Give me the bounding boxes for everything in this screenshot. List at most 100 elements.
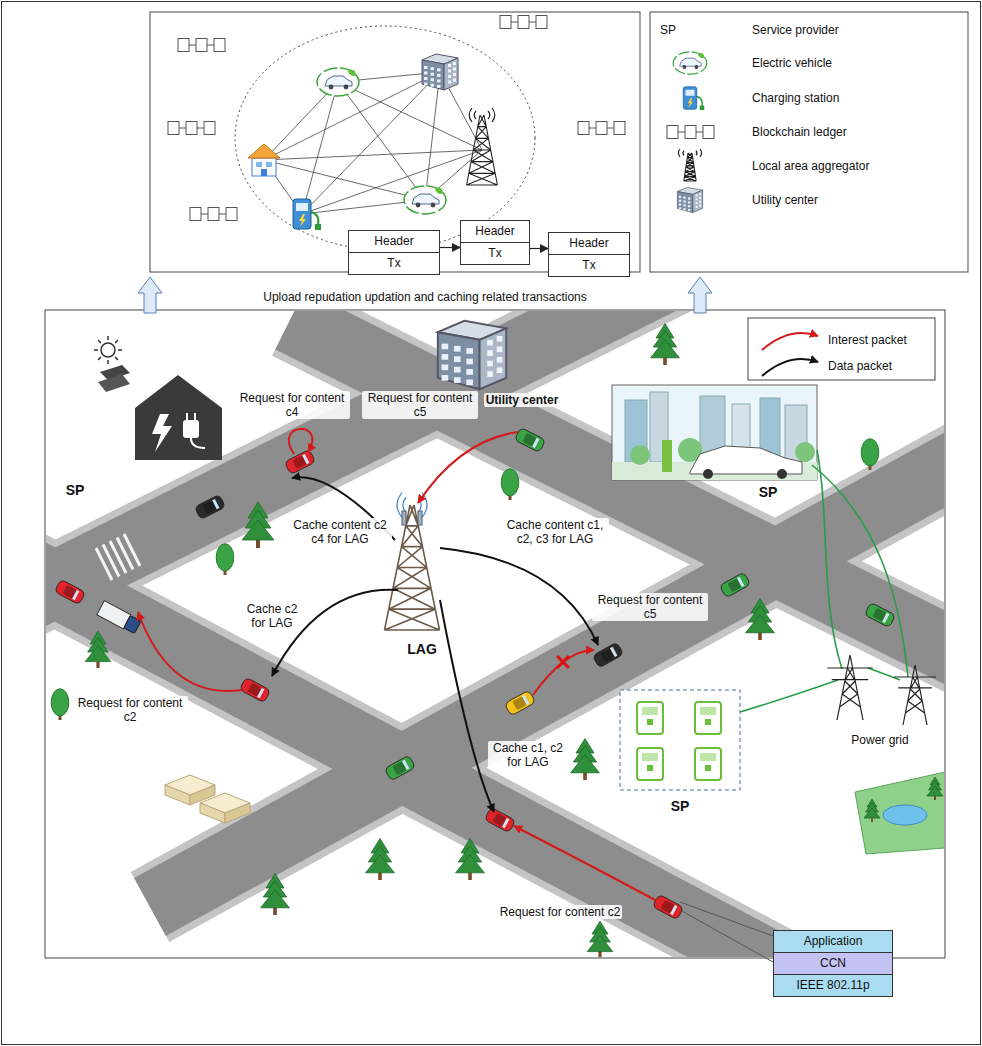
window xyxy=(454,356,461,362)
charger-screen xyxy=(700,707,716,715)
truck xyxy=(97,601,142,635)
tree-crown xyxy=(587,936,613,952)
tree-crown xyxy=(571,755,600,773)
wheel xyxy=(329,85,334,90)
upload-note: Upload repudation updation and caching r… xyxy=(261,290,589,304)
windshield xyxy=(610,647,617,657)
ledger-block xyxy=(208,208,219,221)
ev-body xyxy=(412,194,439,204)
window xyxy=(699,193,701,195)
legend-text: Electric vehicle xyxy=(752,56,832,70)
block-left xyxy=(200,803,225,823)
window xyxy=(688,205,690,207)
request-label: Request for content c4 xyxy=(234,391,350,420)
sun-ray xyxy=(107,336,109,340)
power-lines xyxy=(740,450,908,712)
plug xyxy=(183,420,199,438)
car-body xyxy=(194,494,225,519)
building-side xyxy=(693,190,703,212)
ev-body xyxy=(325,76,352,86)
window xyxy=(683,204,685,206)
car xyxy=(284,449,315,474)
car-body xyxy=(239,677,270,703)
request-label: Request for content c5 xyxy=(362,391,478,420)
car xyxy=(652,894,683,920)
wheel xyxy=(777,469,787,479)
crosswalk xyxy=(117,538,133,570)
home-door xyxy=(261,169,267,176)
window xyxy=(699,201,701,203)
road xyxy=(46,566,944,957)
ledger-link xyxy=(511,22,518,23)
wheel xyxy=(344,85,349,90)
window xyxy=(437,79,441,82)
plug-pins xyxy=(187,413,205,448)
interest-packet-arrow xyxy=(138,612,242,691)
grid-line xyxy=(740,680,838,712)
window xyxy=(424,83,428,86)
legend-text: Service provider xyxy=(752,23,839,37)
dashed-frame xyxy=(620,690,740,790)
cache-label: Cache content c1, c2, c3 for LAG xyxy=(501,518,609,547)
ledger-link xyxy=(678,132,685,133)
sp-house xyxy=(94,336,222,460)
grid-line xyxy=(868,668,900,680)
tree xyxy=(571,739,600,780)
ledger-block xyxy=(578,122,589,135)
window xyxy=(683,200,685,202)
crosswalk xyxy=(96,548,112,580)
leader-line xyxy=(680,902,773,936)
lawn xyxy=(855,772,944,854)
block-body: Tx xyxy=(461,242,529,264)
request-label: Request for content c5 xyxy=(592,593,708,622)
picture-frame xyxy=(612,385,817,480)
signal-waves xyxy=(469,108,495,122)
ledger-block xyxy=(614,122,625,135)
tree xyxy=(242,502,274,548)
window xyxy=(424,72,428,75)
tree-crown xyxy=(261,890,290,908)
ledger-link xyxy=(589,128,596,129)
car xyxy=(384,755,415,781)
window xyxy=(466,359,473,365)
sun-ray xyxy=(115,340,118,343)
bush-crown xyxy=(861,439,879,466)
charger-screen xyxy=(700,753,716,761)
block-box: HeaderTx xyxy=(548,232,630,277)
ledger-link xyxy=(219,214,226,215)
car-body xyxy=(484,807,515,833)
window xyxy=(437,68,441,71)
charger-screen xyxy=(642,753,658,761)
grid-line xyxy=(817,450,842,669)
block-box: HeaderTx xyxy=(348,230,440,275)
building-front xyxy=(438,332,480,389)
window xyxy=(431,67,435,70)
car-body xyxy=(864,602,895,627)
provider-tag: SP xyxy=(669,798,692,815)
city-tree xyxy=(630,445,650,465)
window xyxy=(497,367,503,373)
legend-text: Utility center xyxy=(752,193,818,207)
block-right xyxy=(225,803,250,823)
park xyxy=(855,772,944,854)
bush-crown xyxy=(501,469,519,496)
window xyxy=(454,367,461,373)
charger-plug xyxy=(315,224,321,230)
legend-panel xyxy=(650,12,968,272)
ev-body xyxy=(680,58,702,66)
window xyxy=(696,198,698,200)
tree-crown xyxy=(651,340,680,358)
tower-icon xyxy=(385,493,440,631)
car xyxy=(194,494,225,519)
data-packet-arrow xyxy=(440,600,494,812)
windshield xyxy=(402,760,409,770)
ledger-block xyxy=(596,122,607,135)
charger-icon xyxy=(293,199,321,230)
charger-plug xyxy=(705,765,711,771)
window xyxy=(424,77,428,80)
window xyxy=(679,204,681,206)
charger-cable xyxy=(311,212,318,225)
window xyxy=(497,336,503,342)
legend-text: Local area aggregator xyxy=(752,159,869,173)
